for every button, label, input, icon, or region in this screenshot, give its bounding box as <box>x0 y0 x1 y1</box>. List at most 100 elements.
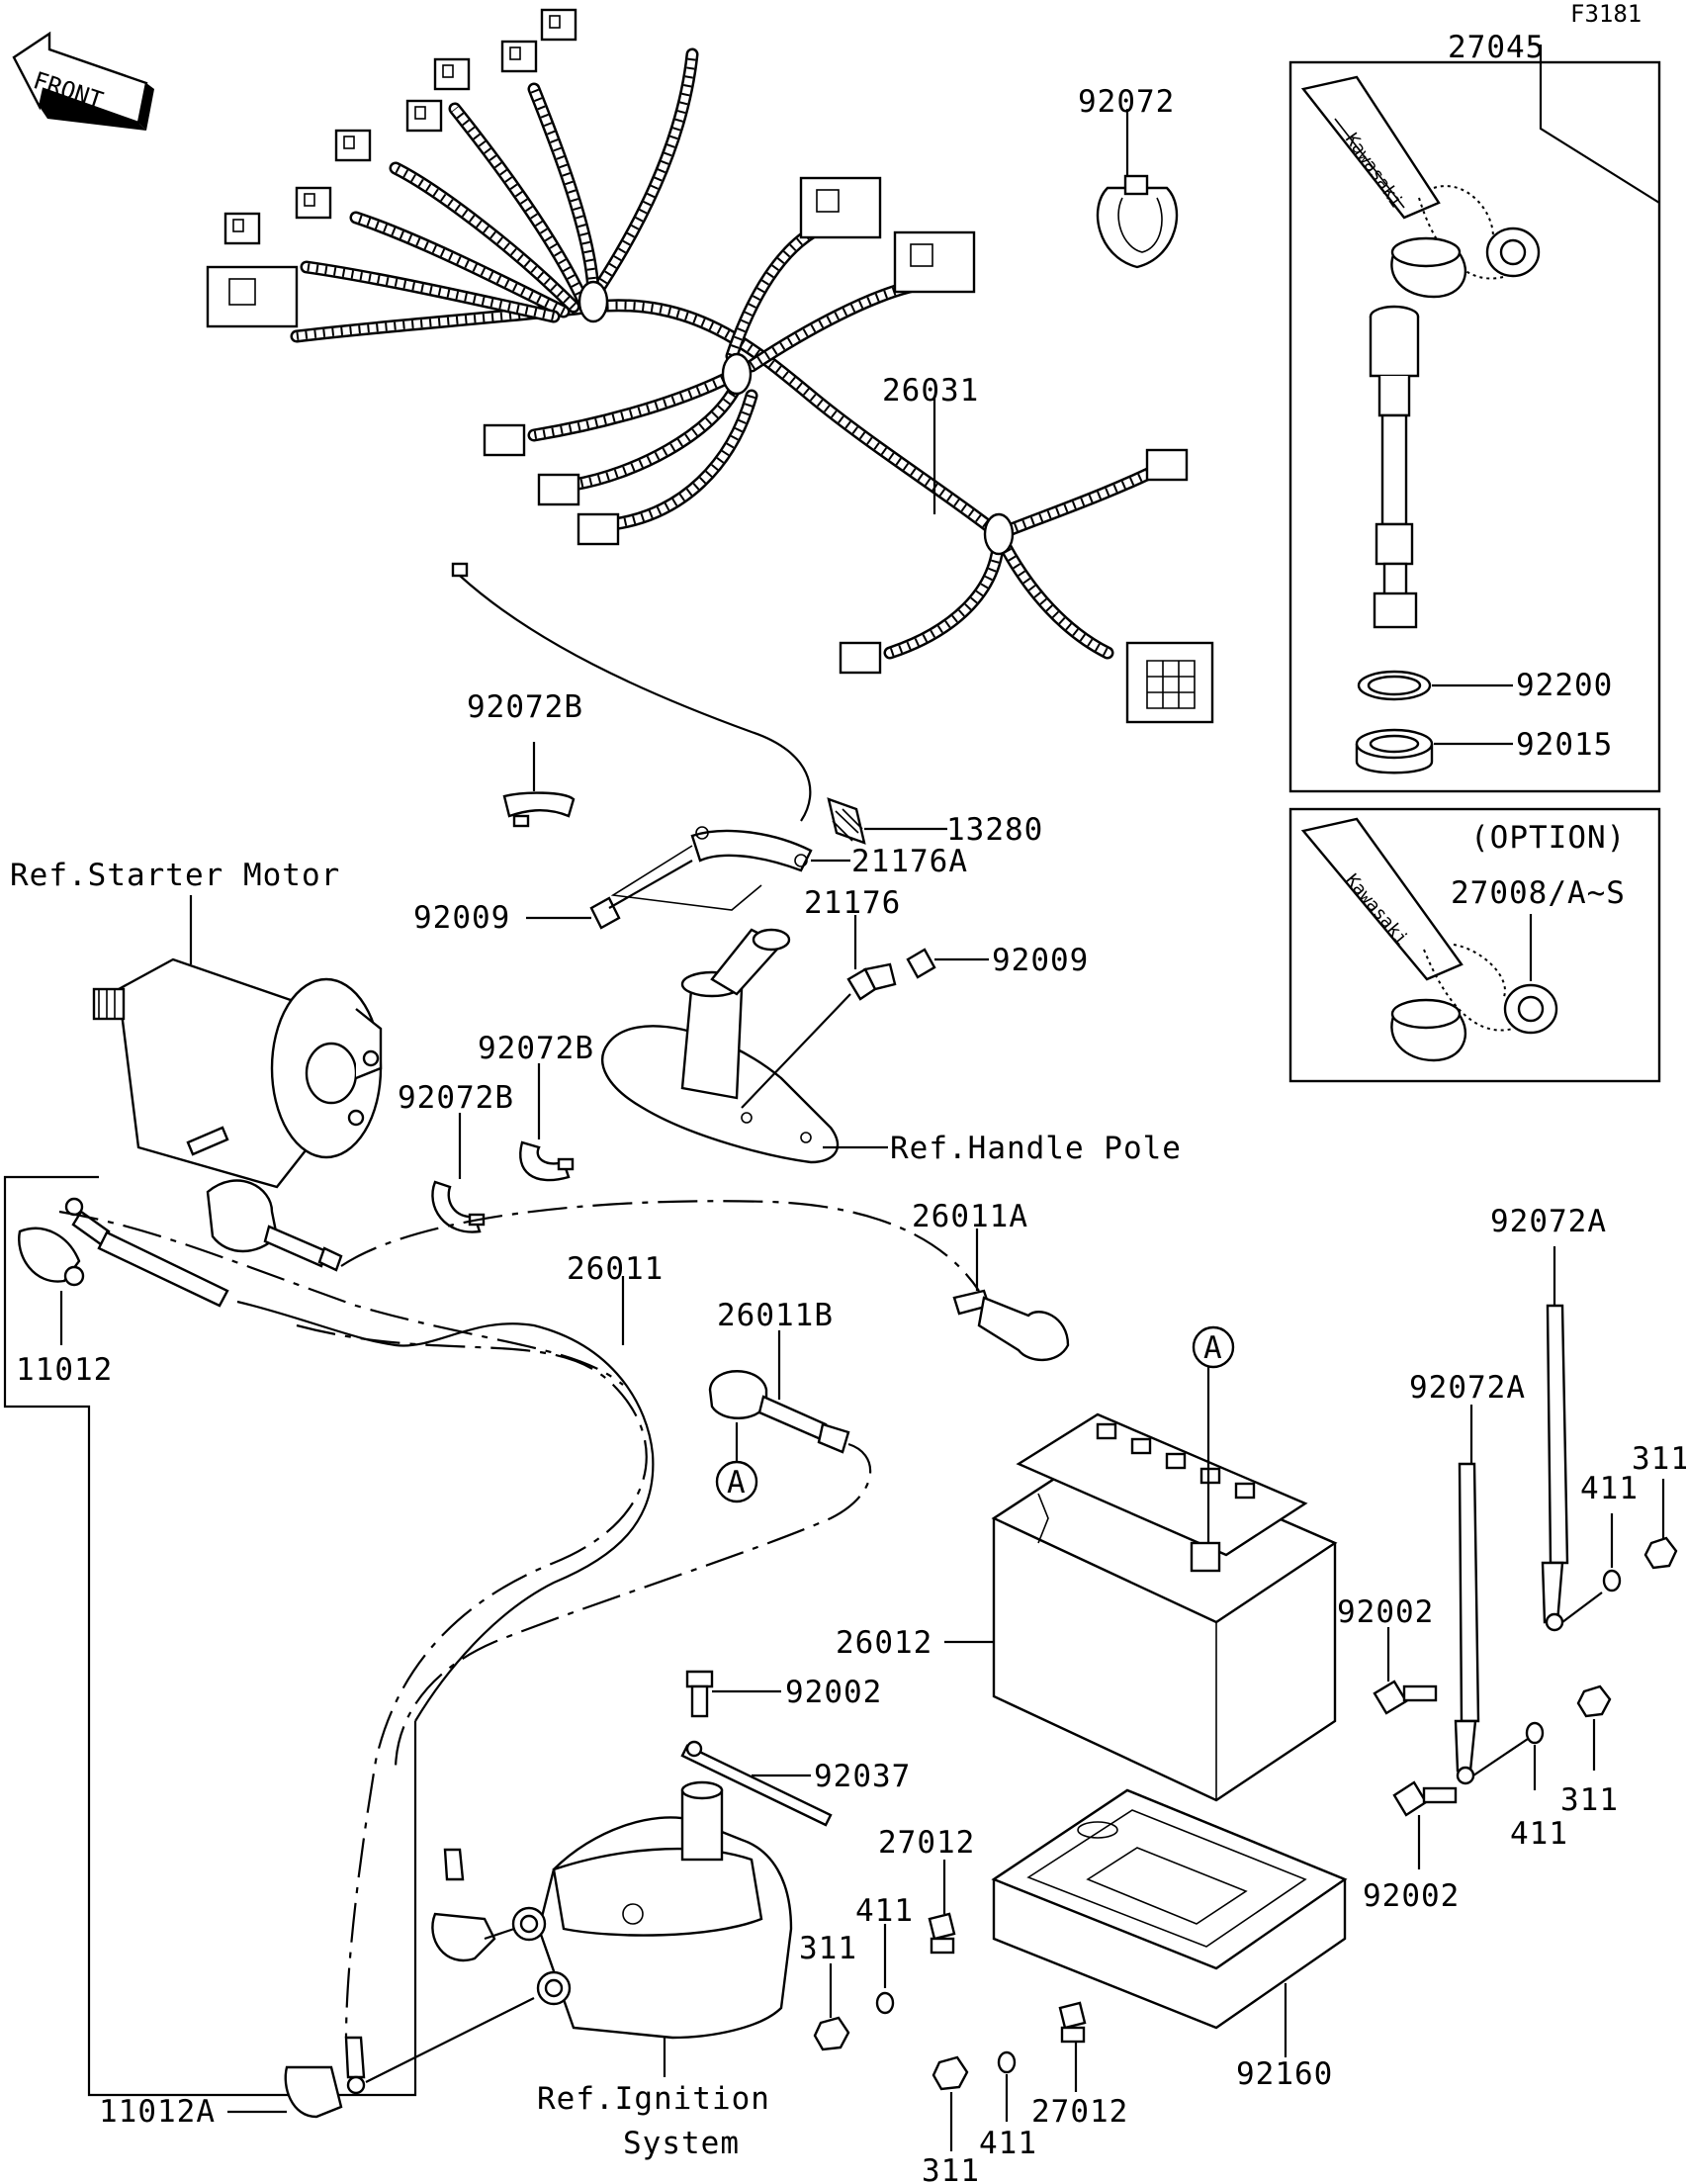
part-92037 <box>680 1740 833 1827</box>
ignition-cap-upper <box>431 1848 515 1962</box>
label-92072A-mid: 92072A <box>1409 1370 1526 1406</box>
connector-big-mid <box>799 176 882 239</box>
connector-top-2 <box>500 40 538 73</box>
part-92002-r1 <box>1373 1680 1438 1715</box>
connector-top-7 <box>223 212 261 245</box>
strap-92072A-mid <box>1454 1462 1480 1785</box>
part-311-b1 <box>813 2016 850 2051</box>
handle-pole <box>601 928 840 1164</box>
connector-big-right <box>893 230 976 294</box>
label-27008: 27008/A~S <box>1451 875 1626 911</box>
label-92160: 92160 <box>1236 2056 1333 2092</box>
label-92072: 92072 <box>1078 84 1175 120</box>
label-26011A: 26011A <box>912 1199 1028 1234</box>
part-411-r1 <box>1602 1569 1622 1592</box>
part-92009-left <box>589 860 693 930</box>
part-11012 <box>18 1227 85 1287</box>
connector-top-5 <box>334 129 372 162</box>
label-11012: 11012 <box>16 1352 113 1388</box>
label-92002-centre: 92002 <box>785 1675 882 1710</box>
label-27012-top: 27012 <box>878 1825 975 1861</box>
part-11012A <box>284 1997 535 2119</box>
label-411-r1: 411 <box>1580 1471 1639 1506</box>
label-11012A: 11012A <box>99 2094 216 2130</box>
part-92072B-top <box>502 791 576 828</box>
label-411-b2: 411 <box>979 2126 1037 2161</box>
label-27012-bot: 27012 <box>1031 2094 1128 2130</box>
label-26012: 26012 <box>836 1625 932 1661</box>
label-311-b1: 311 <box>799 1931 857 1966</box>
label-311-b2: 311 <box>922 2153 980 2184</box>
connector-right-top <box>1145 448 1189 482</box>
label-92037: 92037 <box>814 1759 911 1794</box>
label-ref-ignition-1: Ref.Ignition <box>537 2081 770 2117</box>
cable-26011 <box>64 1197 655 1722</box>
connector-top-6 <box>295 186 332 220</box>
label-21176A: 21176A <box>851 844 968 879</box>
label-411-r2: 411 <box>1510 1816 1568 1852</box>
circle-a-left: A <box>727 1465 747 1501</box>
part-311-b2 <box>932 2055 969 2091</box>
connector-small-3 <box>577 512 620 546</box>
battery-tray-92160 <box>991 1788 1348 2030</box>
label-ref-ignition-2: System <box>623 2126 740 2161</box>
cable-26011A <box>206 1179 1070 1362</box>
label-92015: 92015 <box>1516 727 1613 763</box>
strap-92072A-right <box>1541 1304 1569 1632</box>
part-411-b1 <box>875 1991 895 2015</box>
label-92002-r1: 92002 <box>1337 1594 1434 1630</box>
label-21176: 21176 <box>804 885 901 921</box>
label-92002-r2: 92002 <box>1363 1878 1460 1914</box>
sensor-wire <box>451 562 812 822</box>
connector-lower-right <box>1125 641 1214 724</box>
circle-a-right: A <box>1203 1330 1223 1366</box>
label-92072B-mid2: 92072B <box>478 1031 594 1066</box>
label-92072A-right: 92072A <box>1490 1204 1607 1239</box>
connector-top-4 <box>405 99 443 133</box>
label-27045: 27045 <box>1448 30 1545 65</box>
part-27012-bot <box>1058 2001 1087 2044</box>
label-92200: 92200 <box>1516 668 1613 703</box>
front-arrow: FRONT <box>12 31 154 131</box>
label-26031: 26031 <box>882 373 979 409</box>
part-21176A <box>690 826 813 872</box>
label-411-b1: 411 <box>855 1893 914 1929</box>
label-26011B: 26011B <box>717 1298 834 1333</box>
part-92002-centre <box>685 1670 714 1718</box>
ignition-system <box>511 1780 793 2040</box>
starter-motor <box>92 957 383 1189</box>
label-311-r2: 311 <box>1560 1782 1619 1818</box>
label-92072B-mid1: 92072B <box>398 1080 514 1116</box>
label-ref-handle: Ref.Handle Pole <box>890 1131 1182 1166</box>
part-27012-top <box>928 1912 956 1955</box>
part-21176 <box>741 962 897 1109</box>
part-92072B-mid1 <box>431 1180 486 1233</box>
label-92072B-top: 92072B <box>467 689 583 725</box>
part-411-b2 <box>997 2050 1017 2074</box>
label-92009-left: 92009 <box>413 900 510 936</box>
label-311-r1: 311 <box>1632 1441 1686 1477</box>
label-26011: 26011 <box>567 1251 664 1287</box>
connector-big-left <box>206 265 299 328</box>
label-option: (OPTION) <box>1470 820 1626 856</box>
label-13280: 13280 <box>946 812 1043 848</box>
connector-top-1 <box>540 8 577 42</box>
battery-26012 <box>991 1412 1338 1802</box>
connector-top-3 <box>433 57 471 91</box>
connector-small-2 <box>537 473 580 506</box>
main-harness <box>206 8 1214 724</box>
part-92072-band <box>1096 174 1179 269</box>
part-411-r2 <box>1525 1721 1545 1745</box>
page-id: F3181 <box>1570 0 1642 28</box>
label-92009-right: 92009 <box>992 943 1089 978</box>
label-ref-starter: Ref.Starter Motor <box>10 858 340 893</box>
part-92009-right <box>906 948 936 979</box>
part-13280 <box>827 797 866 845</box>
cable-26011B <box>394 1370 872 1772</box>
part-92002-r2 <box>1392 1780 1458 1817</box>
part-311-r1 <box>1643 1536 1678 1570</box>
connector-lower-left <box>839 641 882 675</box>
connector-small-1 <box>483 423 526 457</box>
part-92072B-mid2 <box>519 1140 575 1182</box>
